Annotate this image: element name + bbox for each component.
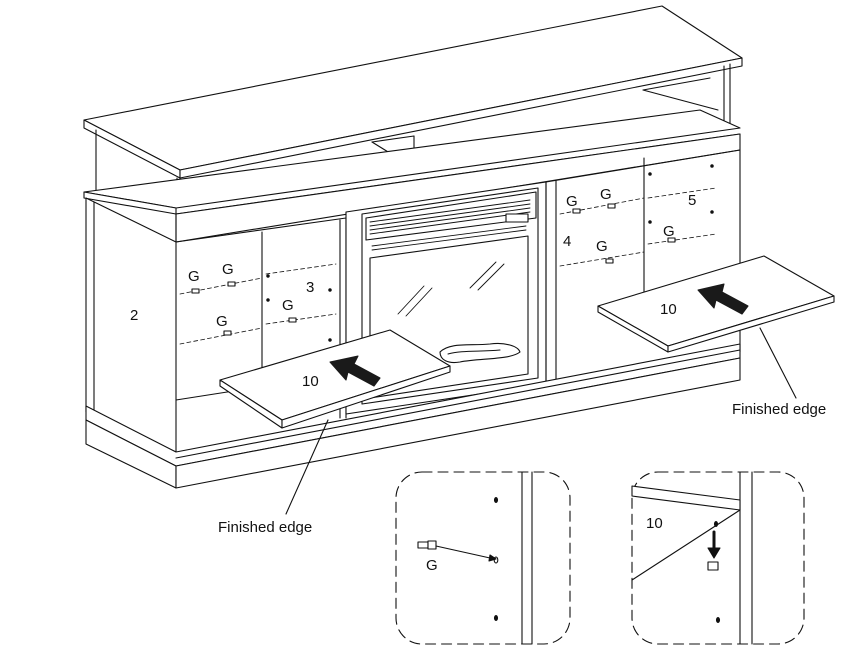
label-shelf-right: 10 xyxy=(660,301,677,318)
right-cabinet xyxy=(545,149,741,385)
shelf-pin-seated xyxy=(707,561,719,571)
tv-stand xyxy=(83,5,835,515)
insert-arrow-right xyxy=(697,283,749,315)
label-g-right-1: G xyxy=(566,193,578,210)
leader-line-right xyxy=(759,327,797,399)
label-g-left-3: G xyxy=(216,313,228,330)
fireplace-insert xyxy=(345,181,547,415)
label-finished-edge-right: Finished edge xyxy=(732,401,826,418)
label-part-4: 4 xyxy=(563,233,571,250)
detail-view-pin-insert xyxy=(395,471,571,645)
label-shelf-left: 10 xyxy=(302,373,319,390)
control-panel xyxy=(505,213,529,223)
insert-arrow-left xyxy=(329,355,381,387)
fireplace-grille xyxy=(369,199,531,251)
top-board xyxy=(83,5,743,179)
down-arrow-icon xyxy=(707,530,721,559)
label-part-3: 3 xyxy=(306,279,314,296)
shelf-pin-g xyxy=(417,540,437,550)
label-g-left-2: G xyxy=(222,261,234,278)
label-detail-10: 10 xyxy=(646,515,663,532)
label-detail-g: G xyxy=(426,557,438,574)
label-g-right-3: G xyxy=(596,238,608,255)
left-shelf-board xyxy=(219,329,451,429)
leader-line-left xyxy=(285,419,329,515)
right-shelf-board xyxy=(597,255,835,353)
label-g-right-2: G xyxy=(600,186,612,203)
label-part-2: 2 xyxy=(130,307,138,324)
detail-view-shelf-rest xyxy=(631,471,805,645)
label-g-left-1: G xyxy=(188,268,200,285)
plinth xyxy=(85,343,741,489)
label-g-left-4: G xyxy=(282,297,294,314)
label-g-right-4: G xyxy=(663,223,675,240)
label-finished-edge-left: Finished edge xyxy=(218,519,312,536)
labels: 2 3 4 5 G G G G G G G G 10 10 Finished e… xyxy=(130,186,826,574)
label-part-5: 5 xyxy=(688,192,696,209)
